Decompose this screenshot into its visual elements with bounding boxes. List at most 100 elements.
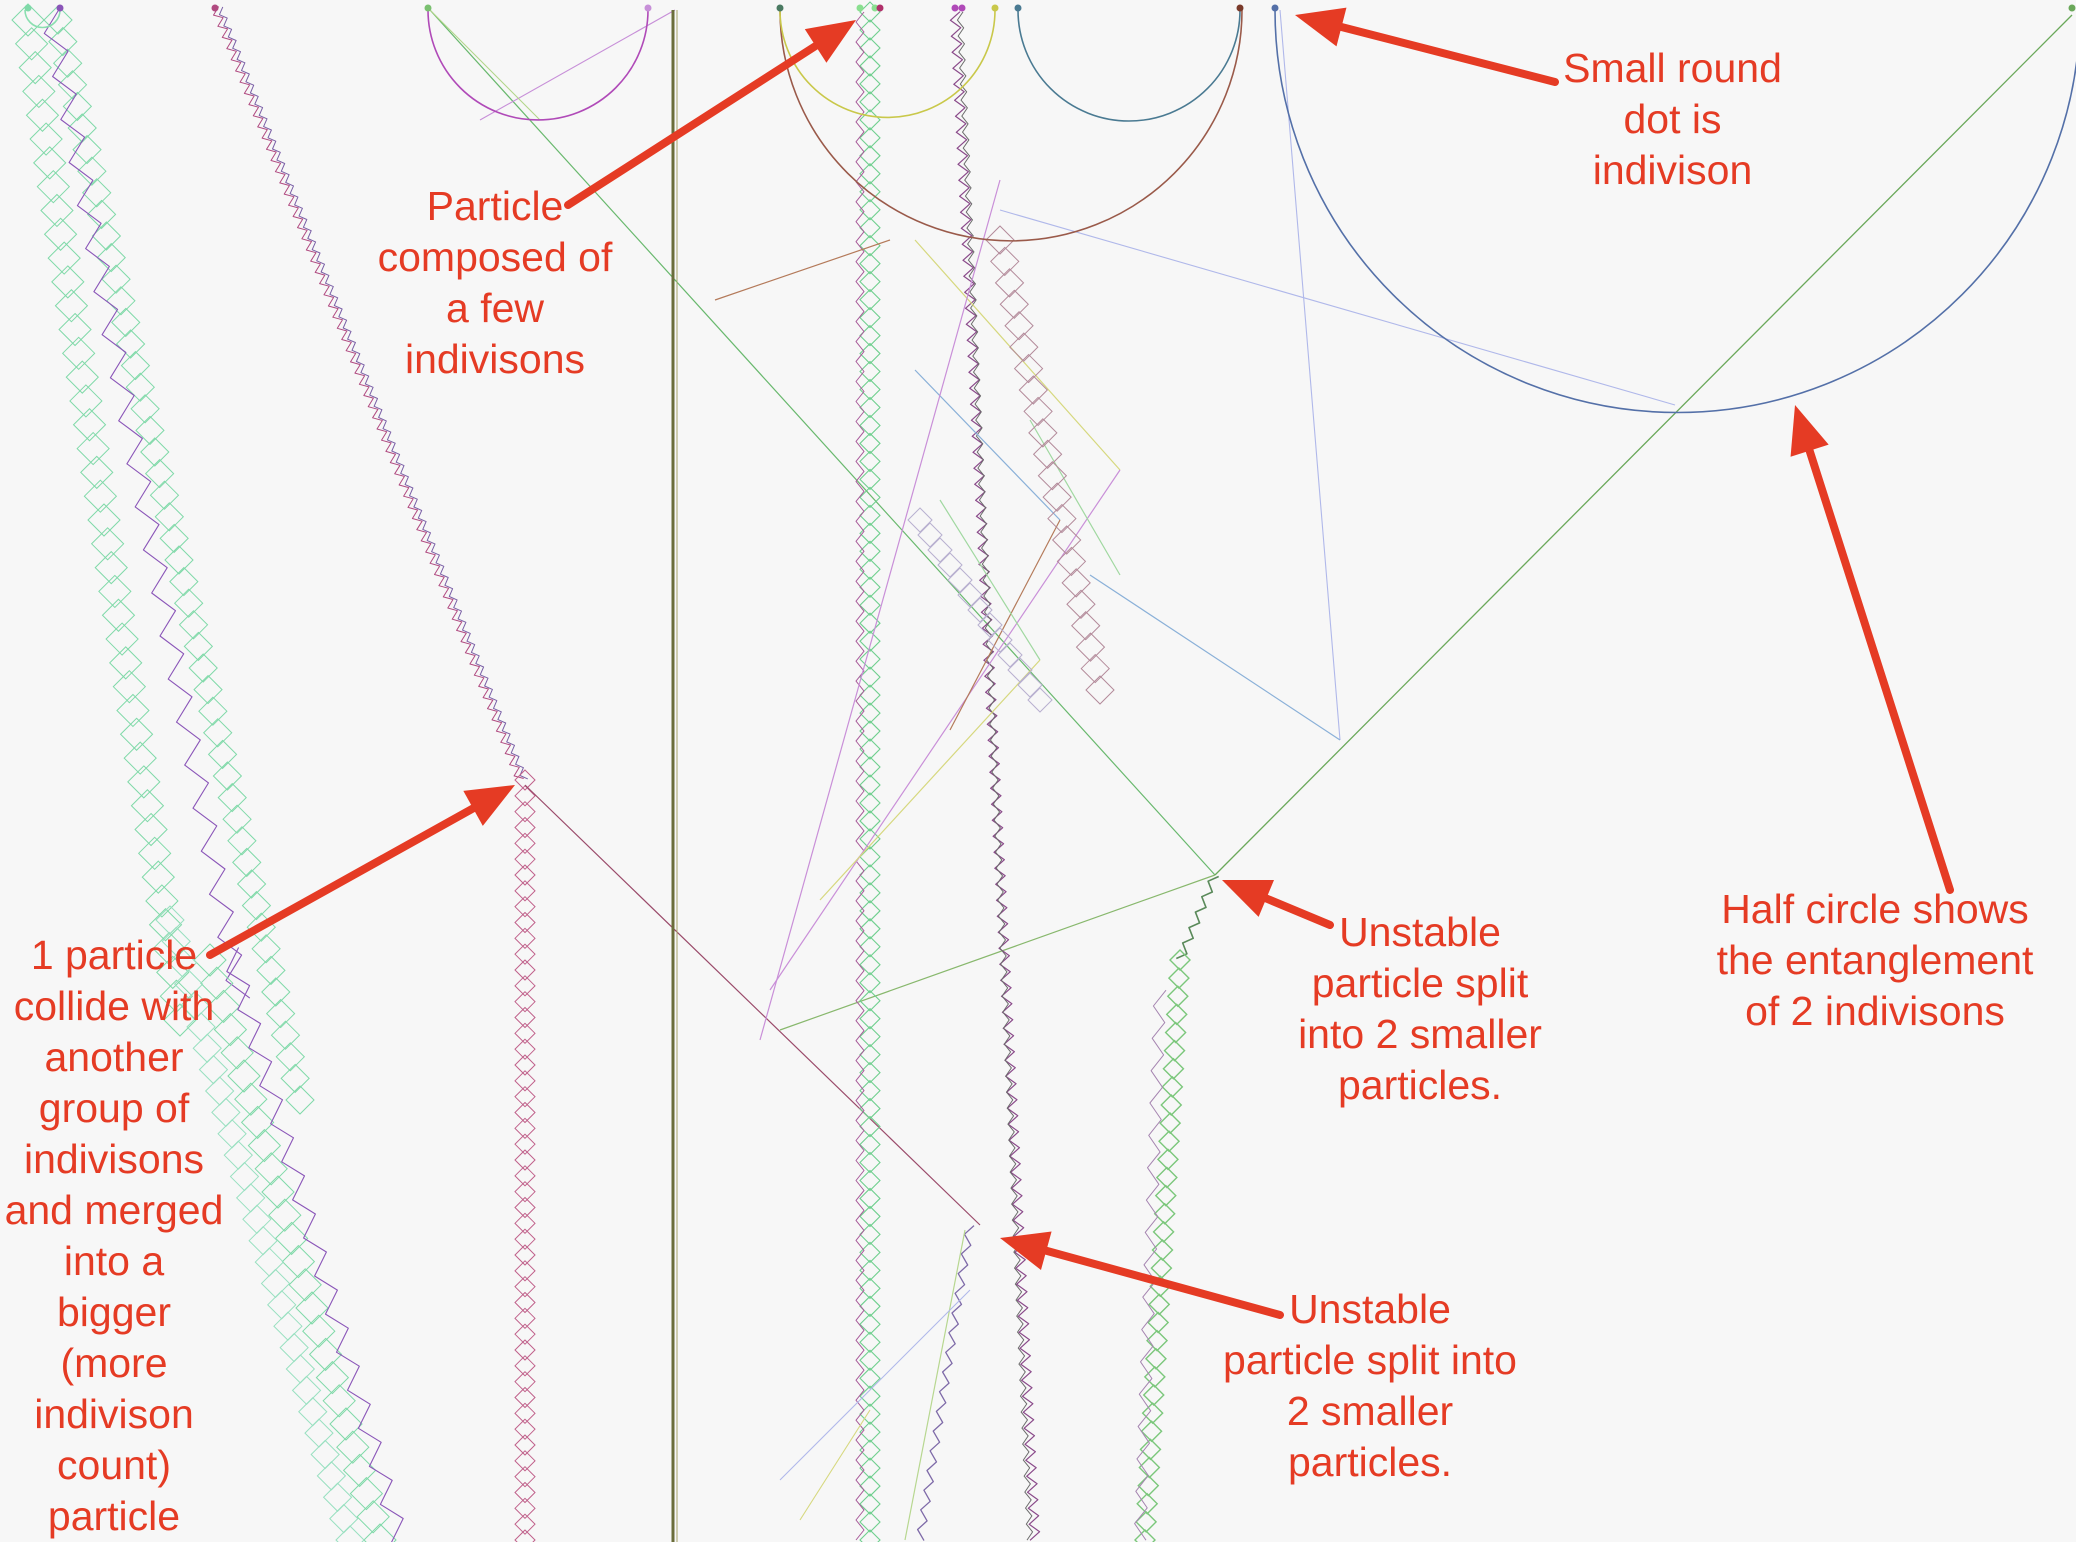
particle-diamond (859, 953, 881, 976)
particle-diamond (514, 1307, 536, 1330)
particle-diamond (72, 408, 107, 442)
particle-diamond (967, 597, 993, 623)
particle-diamond (859, 1331, 881, 1354)
particle-diamond (77, 156, 107, 186)
particle-diamond (156, 955, 190, 990)
particle-diamond (212, 761, 243, 791)
diagonal-line (819, 659, 1041, 901)
particle-diamond (859, 1079, 881, 1102)
particle-diamond (1085, 675, 1115, 705)
particle-diamond (295, 1291, 329, 1325)
diagonal-line (999, 209, 1676, 406)
particle-diamond (1162, 1057, 1185, 1080)
entanglement-arc (24, 9, 61, 29)
indivison-dot (991, 4, 999, 12)
particle-diamond (135, 415, 165, 446)
label-line: another (44, 1034, 184, 1080)
particle-diamond (234, 1082, 268, 1116)
particle-diamond (1137, 1474, 1160, 1497)
particle-diamond (11, 3, 45, 37)
particle-diamond (514, 1275, 536, 1298)
particle-diamond (514, 1180, 536, 1203)
dense-particle-track (213, 6, 524, 779)
particle-diamond (1153, 1202, 1176, 1225)
particle-diamond (98, 574, 132, 609)
particle-diamond (356, 1500, 390, 1534)
particle-diamond (1139, 1438, 1162, 1461)
particle-diamond (1155, 1166, 1178, 1189)
particle-diamond (514, 1022, 536, 1045)
particle-diamond (859, 1043, 881, 1066)
indivison-dot (2068, 4, 2076, 12)
particle-diamond (40, 193, 74, 228)
particle-diamond (111, 307, 141, 338)
particle-diamond (859, 252, 881, 275)
particle-diamond (514, 1244, 536, 1266)
particle-diamond (18, 50, 52, 85)
particle-diamond (859, 306, 881, 329)
particle-diamond (907, 507, 933, 533)
particle-diamond (200, 966, 234, 1000)
purple-particle-column (855, 11, 865, 1541)
particle-diamond (859, 989, 881, 1012)
particle-diamond (273, 1311, 303, 1341)
label-line: particle (47, 1493, 181, 1539)
particle-diamond (1027, 687, 1053, 713)
arrow-half-circle-head (1790, 405, 1829, 457)
particle-diamond (62, 91, 93, 122)
label-line: bigger (57, 1289, 171, 1335)
diagonal-line (1214, 14, 2073, 876)
particle-diamond (514, 816, 536, 839)
particle-diamond (140, 437, 170, 467)
particle-diamond (997, 642, 1023, 668)
particle-diamond (1056, 546, 1087, 577)
diagonal-line (759, 179, 1001, 1041)
entanglement-arc (427, 9, 649, 121)
split-particle-track (1134, 949, 1191, 1542)
particle-diamond (514, 1070, 536, 1092)
green-lattice-track (193, 943, 397, 1542)
particle-diamond (14, 27, 49, 61)
particle-diamond (859, 19, 881, 41)
label-line: of 2 indivisons (1745, 988, 2005, 1034)
particle-diamond (116, 693, 150, 728)
diagonal-line (714, 239, 891, 301)
particle-diamond (285, 1085, 315, 1115)
particle-diamond (188, 653, 218, 683)
purple-zigzag-track (43, 7, 251, 999)
particle-diamond (937, 552, 963, 578)
particle-diamond (859, 558, 881, 581)
particle-diamond (227, 1059, 261, 1093)
particle-diamond (349, 1476, 384, 1511)
particle-diamond (859, 630, 881, 652)
particle-diamond (859, 504, 881, 527)
particle-diamond (207, 739, 238, 770)
particle-diamond (859, 774, 881, 796)
particle-diamond (859, 1223, 881, 1246)
particle-diamond (134, 812, 168, 847)
particle-diamond (514, 1323, 536, 1345)
arrow-unstable-split-2-head (1000, 1231, 1052, 1271)
particle-diamond (43, 5, 73, 35)
indivison-dot (211, 4, 219, 12)
particle-diamond (241, 890, 272, 921)
particle-diamond (315, 1360, 350, 1395)
particle-diamond (859, 55, 881, 77)
particle-diamond (229, 1161, 260, 1192)
particle-diamond (279, 1332, 309, 1363)
particle-diamond (514, 1165, 536, 1187)
particle-diamond (82, 178, 112, 208)
particle-diamond (280, 1063, 310, 1094)
particle-diamond (1166, 985, 1189, 1008)
particle-diamond (275, 1042, 306, 1072)
particle-diamond (514, 1196, 536, 1219)
green-lattice-track (155, 905, 365, 1542)
particle-diamond (152, 931, 186, 966)
particle-diamond (120, 350, 151, 381)
particle-diamond (514, 1149, 536, 1171)
particle-diamond (169, 566, 199, 597)
particle-diamond (154, 502, 185, 532)
